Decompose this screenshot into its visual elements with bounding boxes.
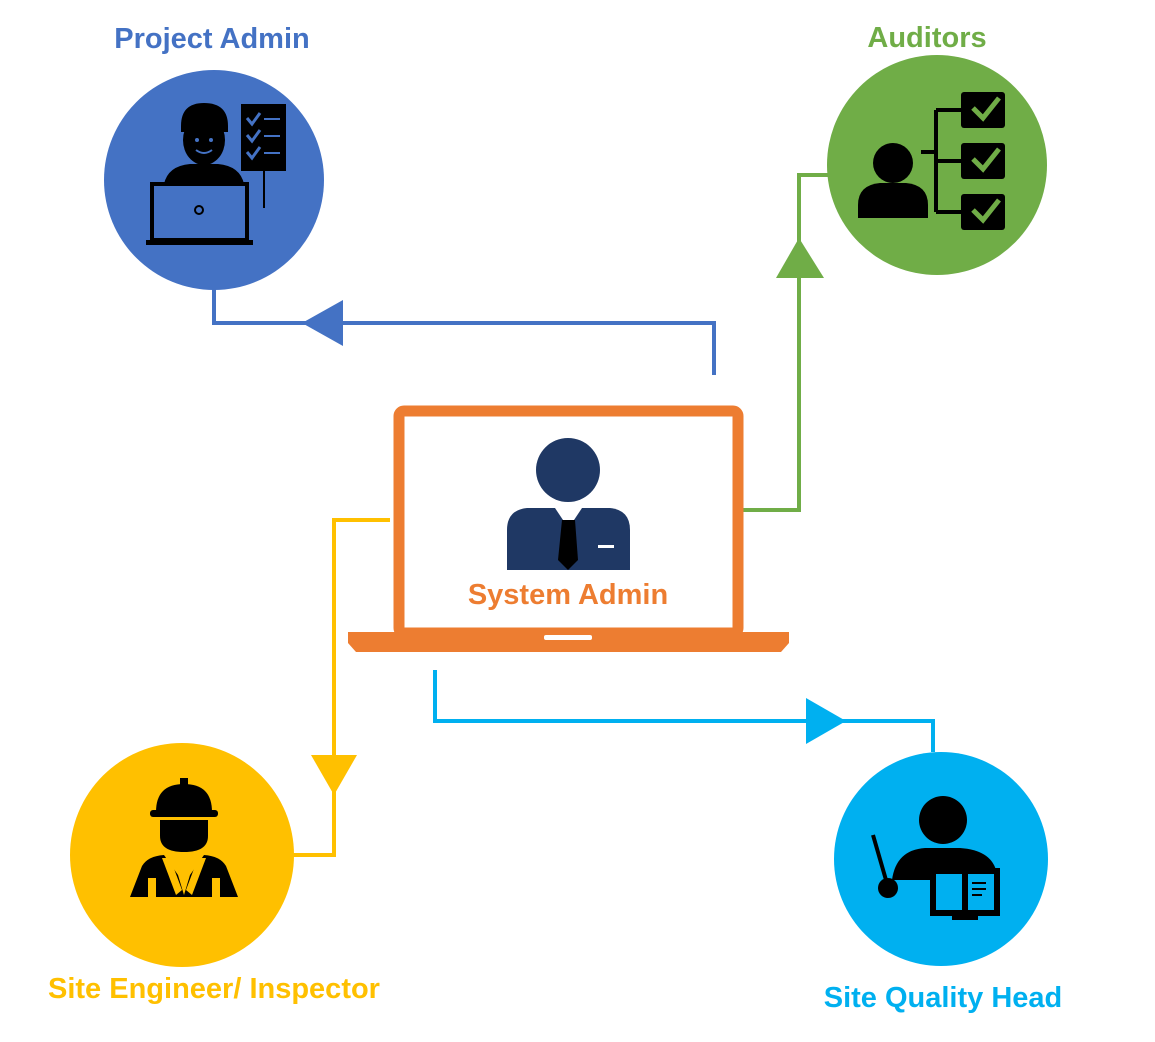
arrow-site-quality-head — [806, 698, 846, 744]
teacher-pointer-book-icon — [871, 796, 1000, 920]
person-hierarchy-checklist-icon — [858, 92, 1005, 230]
laptop-base — [348, 632, 789, 652]
system-admin-node: System Admin — [348, 405, 789, 652]
site-quality-head-label: Site Quality Head — [824, 982, 1063, 1014]
businessman-icon — [507, 438, 630, 570]
arrow-site-engineer — [311, 755, 357, 795]
arrow-auditors — [776, 238, 824, 278]
site-engineer-node: Site Engineer/ Inspector — [48, 743, 380, 1005]
auditors-label: Auditors — [867, 22, 986, 54]
connector-project-admin — [212, 288, 716, 375]
connector-auditors — [742, 173, 832, 512]
connector-site-quality-head — [433, 670, 935, 752]
connector-site-engineer — [290, 518, 390, 857]
auditors-node: Auditors — [827, 22, 1047, 275]
person-laptop-checklist-icon — [146, 103, 286, 245]
construction-worker-icon — [130, 778, 238, 897]
project-admin-label: Project Admin — [114, 23, 310, 55]
laptop-trackpad — [544, 635, 592, 640]
site-engineer-label: Site Engineer/ Inspector — [48, 973, 380, 1005]
system-admin-label: System Admin — [468, 579, 668, 611]
site-quality-head-node: Site Quality Head — [824, 752, 1063, 1014]
arrow-project-admin — [302, 300, 343, 346]
project-admin-node: Project Admin — [104, 23, 324, 290]
site-engineer-circle — [70, 743, 294, 967]
